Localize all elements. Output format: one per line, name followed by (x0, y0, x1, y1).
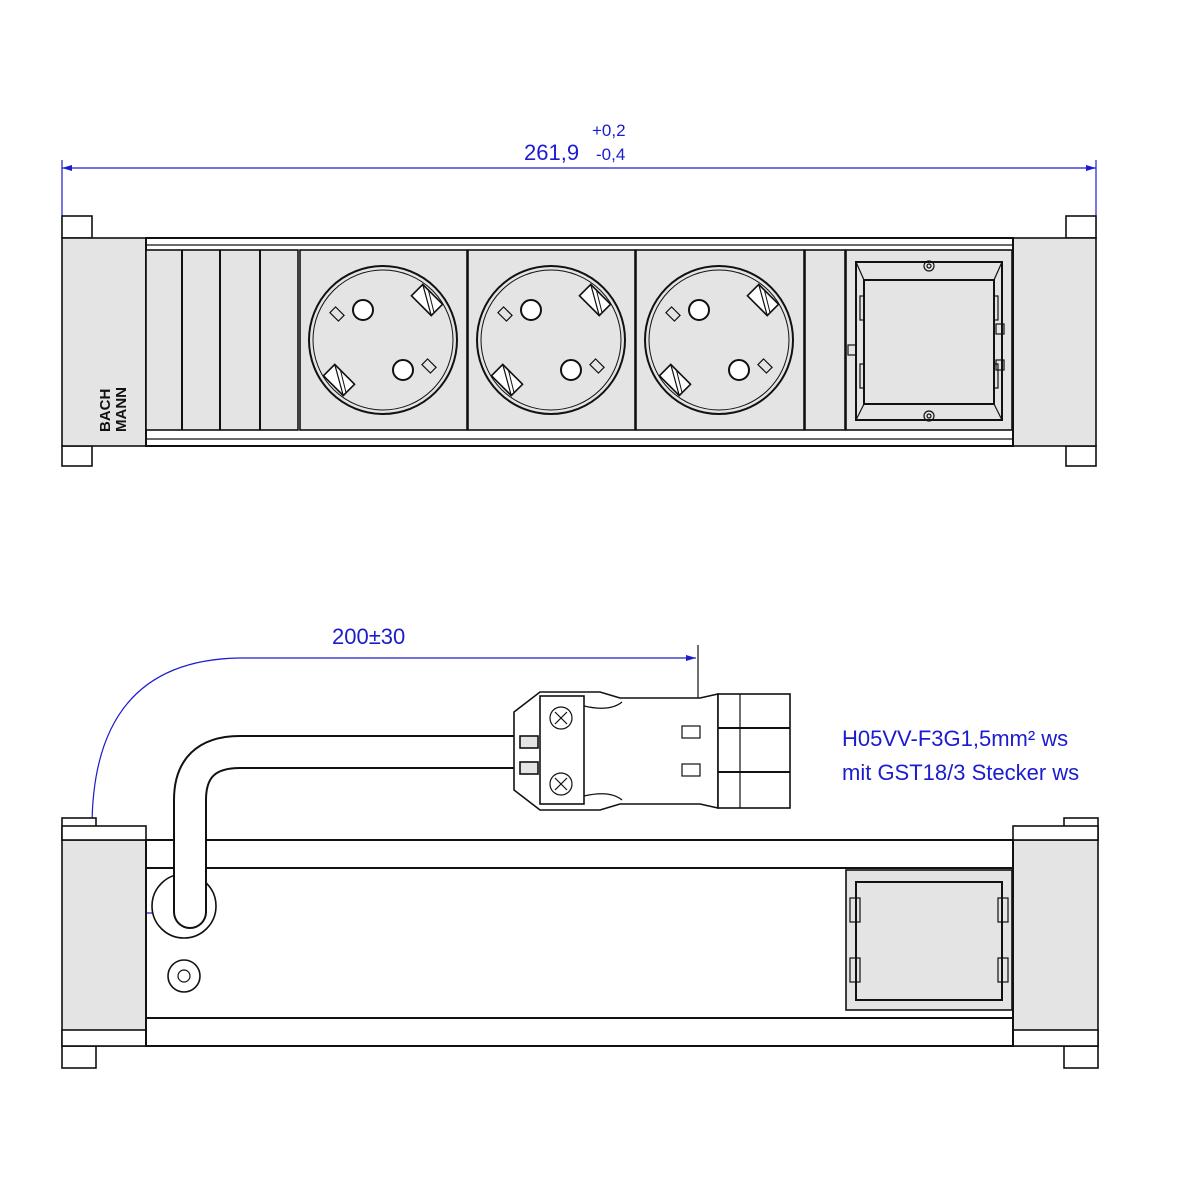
socket-faces (308, 265, 794, 415)
logo-line-1: BACH (97, 389, 114, 432)
end-cap-left (61, 237, 147, 447)
pin-hole (352, 299, 374, 321)
side-view: 200±30 H05VV-F3G1,5mm² ws mit GST18/3 St… (61, 624, 1099, 1069)
socket-face (476, 265, 626, 415)
side-data-module (845, 869, 1013, 1011)
side-end-cap-right (1012, 839, 1099, 1047)
earth-clip (746, 283, 780, 317)
side-foot-bottom-left (61, 1045, 97, 1069)
side-profile-body (145, 839, 1014, 1047)
pin-hole (688, 299, 710, 321)
end-cap-right (1012, 237, 1097, 447)
earth-clip (658, 363, 692, 397)
gst18-connector (513, 691, 791, 811)
earth-clip (578, 283, 612, 317)
end-cap-foot-bottom-right (1065, 445, 1097, 467)
width-tolerance-upper: +0,2 (592, 121, 626, 140)
width-tolerance-lower: -0,4 (596, 145, 625, 164)
schuko-socket-2 (476, 265, 626, 415)
end-cap-foot-bottom-left (61, 445, 93, 467)
schuko-socket-3 (644, 265, 794, 415)
bachmann-logo: BACH MANN (97, 387, 130, 432)
side-end-cap-left (61, 839, 147, 1047)
blank-module (145, 249, 299, 431)
data-module-frame (845, 249, 1013, 431)
pin-hole (728, 359, 750, 381)
blank-module-small (804, 249, 846, 431)
logo-line-2: MANN (113, 387, 130, 432)
top-view: 261,9 +0,2 -0,4 BACH MANN (61, 121, 1097, 467)
overall-width-dimension: 261,9 +0,2 -0,4 (61, 121, 1097, 238)
width-value: 261,9 (524, 140, 579, 165)
pin-hole (392, 359, 414, 381)
pin-hole (560, 359, 582, 381)
earth-clip (410, 283, 444, 317)
earth-clip (322, 363, 356, 397)
earth-clip (490, 363, 524, 397)
side-foot-bottom-right (1063, 1045, 1099, 1069)
end-cap-foot-top-right (1065, 215, 1097, 239)
cable-length-value: 200±30 (332, 624, 405, 649)
mounting-screw (167, 959, 201, 993)
cable-spec-line-1: H05VV-F3G1,5mm² ws (842, 726, 1068, 751)
power-cable (173, 735, 537, 929)
socket-face (644, 265, 794, 415)
socket-face (308, 265, 458, 415)
pin-hole (520, 299, 542, 321)
cable-spec-line-2: mit GST18/3 Stecker ws (842, 760, 1079, 785)
end-cap-foot-top-left (61, 215, 93, 239)
schuko-socket-1 (308, 265, 458, 415)
